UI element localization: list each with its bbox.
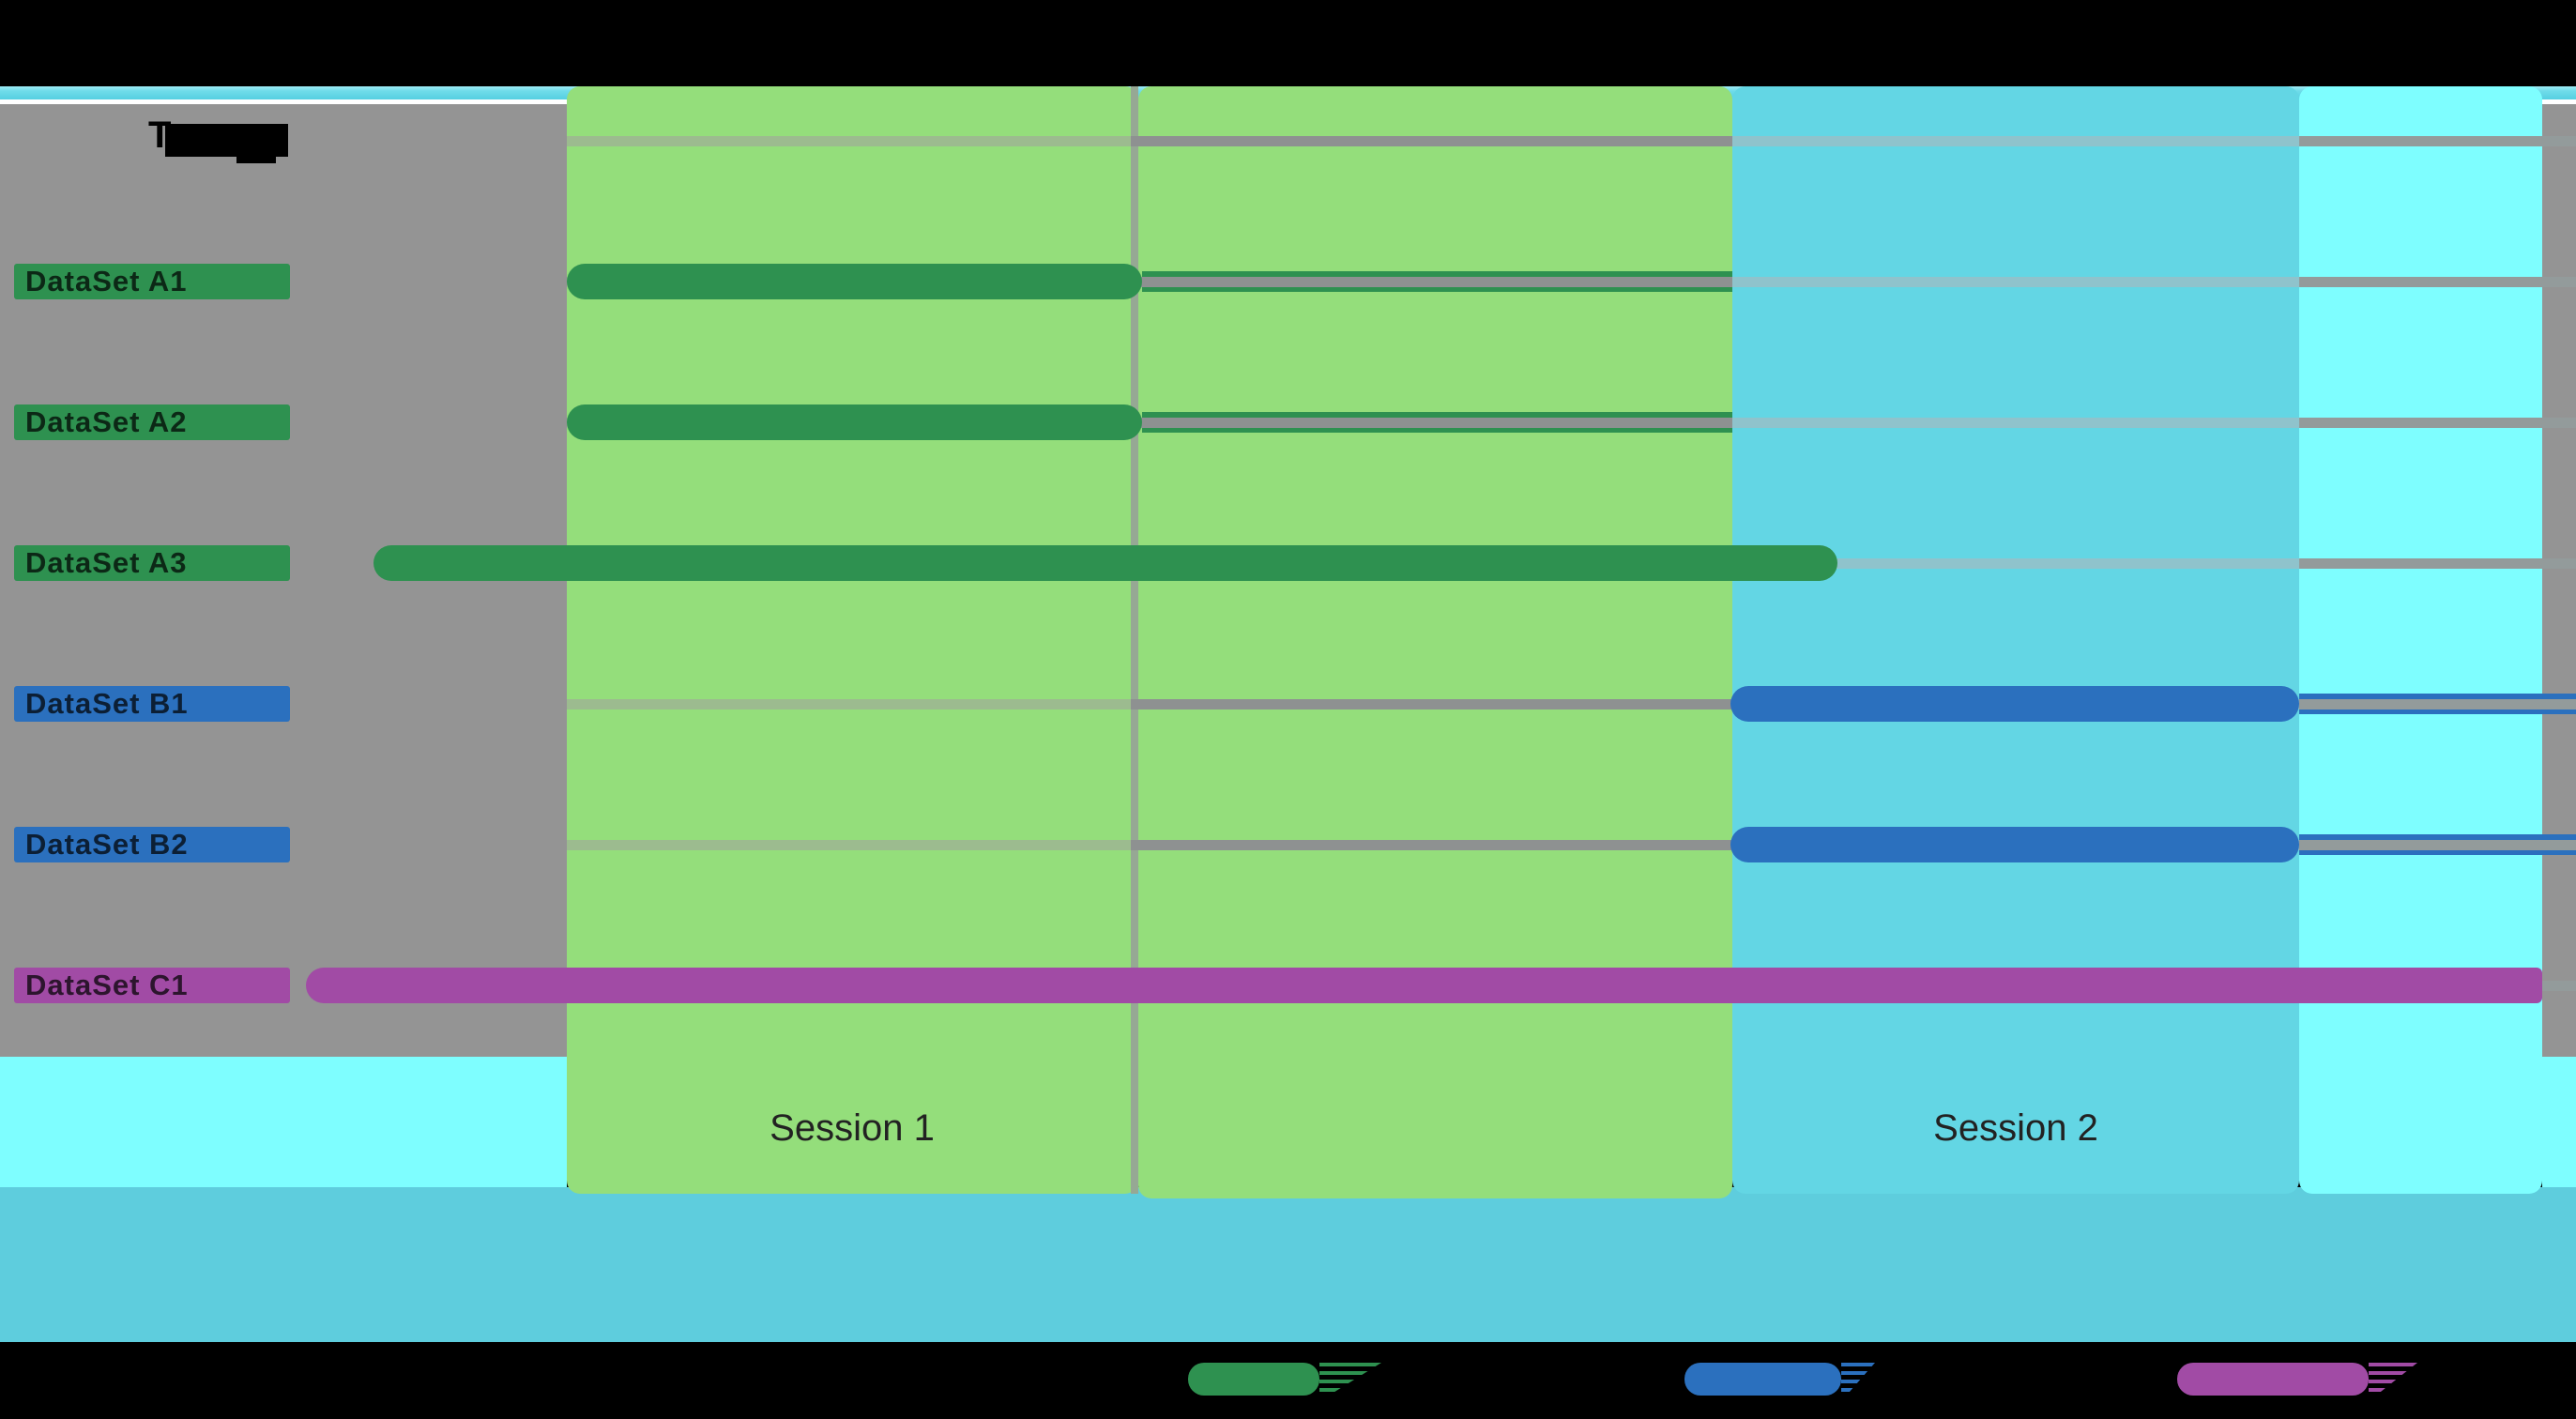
gridline-row3-seg3: [1732, 418, 2299, 428]
task-bar-dataset-b1[interactable]: [1730, 686, 2299, 722]
gridline-row1-seg2: [1131, 136, 1732, 146]
row-label-badge-dataset-b1: DataSet B1: [14, 686, 290, 722]
left-aqua-block: [0, 1057, 567, 1187]
right-aqua-block: [2542, 1057, 2576, 1187]
gridline-row3-seg2: [1131, 418, 1732, 428]
row-label-text: DataSet B2: [25, 828, 189, 861]
row-label-text: DataSet A3: [25, 546, 188, 579]
row-label-badge-dataset-a3: DataSet A3: [14, 545, 290, 581]
task-bar-dataset-a2[interactable]: [567, 404, 1142, 440]
session-label-2: Session 2: [1933, 1107, 2098, 1149]
gridline-row6-seg4: [2299, 840, 2576, 850]
row-label-badge-dataset-b2: DataSet B2: [14, 827, 290, 862]
gridline-row1-seg1: [567, 136, 1131, 146]
gridline-row5-seg4: [2299, 699, 2576, 710]
gridline-row1-seg3: [1732, 136, 2299, 146]
row-label-text: DataSet C1: [25, 969, 189, 1001]
gridline-row5-seg1: [567, 699, 1131, 710]
top-black-band: [0, 0, 2576, 86]
bright-cyan-column: [2299, 86, 2542, 1194]
session-1-column: [567, 86, 1138, 1194]
session1-column-divider: [1131, 86, 1138, 1194]
legend-pill-series-a[interactable]: [1188, 1363, 1319, 1396]
task-bar-dataset-a1[interactable]: [567, 264, 1142, 299]
task-bar-dataset-b2[interactable]: [1730, 827, 2299, 862]
session-1b-column: [1138, 86, 1732, 1198]
gridline-row2-seg2: [1131, 277, 1732, 287]
task-bar-dataset-a3[interactable]: [373, 545, 1837, 581]
bottom-teal-band: [0, 1187, 2576, 1342]
row-label-badge-dataset-a2: DataSet A2: [14, 404, 290, 440]
task-bar-dataset-c1[interactable]: [306, 968, 2542, 1003]
row-label-text: DataSet B1: [25, 687, 189, 720]
gridline-row3-seg4: [2299, 418, 2576, 428]
gridline-row4-seg3: [1732, 558, 2299, 569]
chart-title-redaction-tab: [236, 157, 276, 163]
gridline-row6-seg2: [1131, 840, 1732, 850]
legend-pill-series-b[interactable]: [1684, 1363, 1841, 1396]
right-gray-strip: [2542, 104, 2576, 1057]
gridline-row2-seg3: [1732, 277, 2299, 287]
row-label-text: DataSet A1: [25, 265, 188, 298]
row-label-text: DataSet A2: [25, 405, 188, 438]
gridline-row2-seg4: [2299, 277, 2576, 287]
session-2-column: [1732, 86, 2299, 1194]
row-label-badge-dataset-c1: DataSet C1: [14, 968, 290, 1003]
gridline-row5-seg2: [1131, 699, 1732, 710]
row-label-badge-dataset-a1: DataSet A1: [14, 264, 290, 299]
gridline-row4-seg4: [2299, 558, 2576, 569]
gridline-row6-seg1: [567, 840, 1131, 850]
legend-pill-series-c[interactable]: [2177, 1363, 2369, 1396]
gridline-row1-seg4: [2299, 136, 2576, 146]
chart-title-redaction-box: [165, 124, 288, 157]
session-label-1: Session 1: [770, 1107, 935, 1149]
